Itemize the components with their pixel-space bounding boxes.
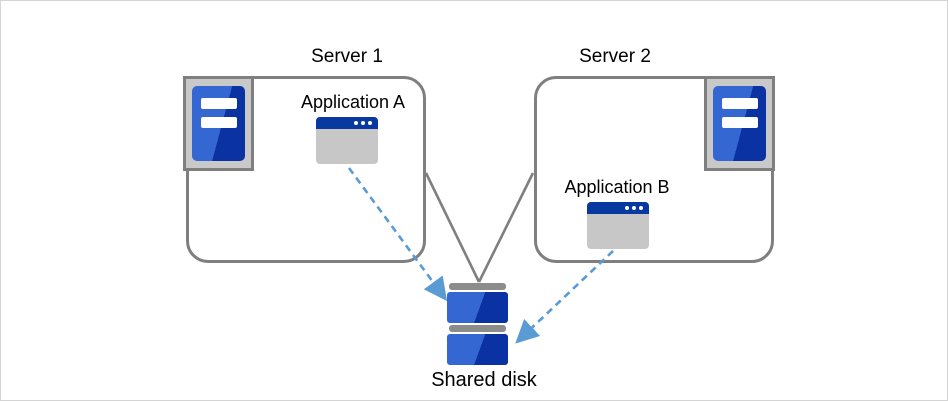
server-tower-body: [192, 86, 245, 161]
app-window-dots: [354, 121, 372, 125]
app-window-titlebar: [316, 117, 378, 129]
server-tower-icon: [704, 76, 775, 171]
app-window-icon: [587, 202, 649, 249]
server1-to-disk-line: [424, 172, 481, 283]
application-b-to-disk-arrow: [515, 250, 614, 344]
application-b-label: Application B: [564, 177, 670, 197]
disk-platter: [447, 292, 508, 323]
server-tower-icon: [183, 76, 254, 171]
disk-cap: [449, 283, 506, 290]
server-slot: [722, 98, 758, 109]
server2-to-disk-line: [477, 172, 535, 283]
disk-platter: [447, 334, 508, 365]
server1-label: Server 1: [311, 46, 383, 67]
app-window-icon: [316, 117, 378, 164]
shared-disk-label: Shared disk: [431, 369, 537, 391]
app-window-titlebar: [587, 202, 649, 214]
app-window-dots: [625, 206, 643, 210]
server-slot: [722, 117, 758, 128]
disk-cap: [449, 325, 506, 332]
server-tower-body: [713, 86, 766, 161]
server2-label: Server 2: [579, 46, 651, 67]
server-slot: [201, 117, 237, 128]
disk-stack-icon: [447, 283, 508, 365]
server-slot: [201, 98, 237, 109]
application-a-label: Application A: [300, 92, 406, 112]
